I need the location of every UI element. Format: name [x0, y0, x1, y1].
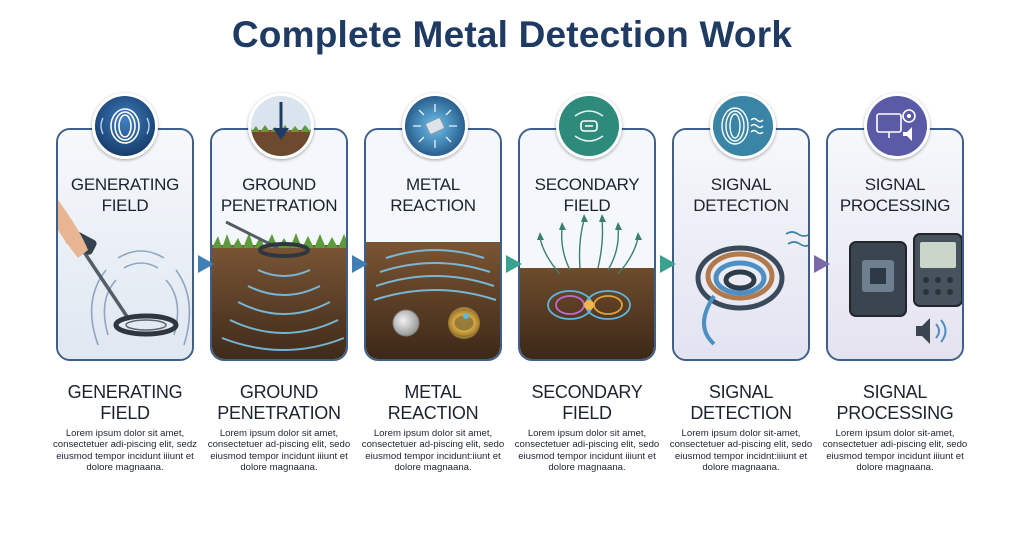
- metal-spark-icon: [402, 93, 468, 159]
- step-title: SECONDARY FIELD: [531, 382, 643, 423]
- card-title: METAL REACTION: [390, 175, 476, 215]
- step-signal-processing: SIGNAL PROCESSING Lorem ipsum dolor sit-…: [821, 382, 969, 474]
- ground-arrow-icon: [248, 93, 314, 159]
- step-signal-detection: SIGNAL DETECTION Lorem ipsum dolor sit-a…: [667, 382, 815, 474]
- step-description: Lorem ipsum dolor sit amet, consectetuer…: [53, 428, 197, 474]
- step-description: Lorem ipsum dolor sit-amet, consectetuer…: [669, 428, 813, 474]
- step-metal-reaction: METAL REACTION Lorem ipsum dolor sit ame…: [359, 382, 507, 474]
- step-title: SIGNAL PROCESSING: [836, 382, 954, 423]
- coil-wave-icon: [710, 93, 776, 159]
- step-description: Lorem ipsum dolor sit amet, consectetuer…: [207, 428, 351, 474]
- step-generating-field: GENERATING FIELD Lorem ipsum dolor sit a…: [51, 382, 199, 474]
- card-title: GENERATING FIELD: [70, 175, 180, 215]
- step-description: Lorem ipsum dolor sit-amet, consectetuer…: [822, 428, 968, 474]
- step-title: GENERATING FIELD: [67, 382, 183, 423]
- coil-field-icon: [92, 93, 158, 159]
- step-title: SIGNAL DETECTION: [690, 382, 792, 423]
- signal-processing-illustration: [828, 130, 962, 359]
- secondary-field-illustration: [520, 130, 654, 359]
- step-title: METAL REACTION: [387, 382, 479, 423]
- card-secondary-field: SECONDARY FIELD: [518, 128, 656, 361]
- flow-arrow-2: [352, 255, 368, 273]
- flow-arrow-4: [660, 255, 676, 273]
- flow-arrow-5: [814, 255, 830, 273]
- ground-penetration-illustration: [212, 130, 346, 359]
- signal-detection-illustration: [674, 130, 808, 359]
- card-title: GROUND PENETRATION: [220, 175, 338, 215]
- card-signal-detection: SIGNAL DETECTION: [672, 128, 810, 361]
- step-description: Lorem ipsum dolor sit amet, consectetuer…: [514, 428, 660, 474]
- card-title: SECONDARY FIELD: [534, 175, 640, 215]
- card-title: SIGNAL DETECTION: [693, 175, 789, 215]
- card-ground-penetration: GROUND PENETRATION: [210, 128, 348, 361]
- monitor-gear-icon: [864, 93, 930, 159]
- metal-reaction-illustration: [366, 130, 500, 359]
- card-metal-reaction: METAL REACTION: [364, 128, 502, 361]
- card-title: SIGNAL PROCESSING: [839, 175, 951, 215]
- secondary-field-icon: [556, 93, 622, 159]
- card-generating-field: GENERATING FIELD: [56, 128, 194, 361]
- step-description: Lorem ipsum dolor sit amet, consectetuer…: [361, 428, 505, 474]
- step-secondary-field: SECONDARY FIELD Lorem ipsum dolor sit am…: [513, 382, 661, 474]
- flow-arrow-3: [506, 255, 522, 273]
- flow-arrow-1: [198, 255, 214, 273]
- card-signal-processing: SIGNAL PROCESSING: [826, 128, 964, 361]
- step-title: GROUND PENETRATION: [217, 382, 341, 423]
- page-title: Complete Metal Detection Work: [231, 14, 793, 55]
- generating-field-illustration: [58, 130, 192, 359]
- step-ground-penetration: GROUND PENETRATION Lorem ipsum dolor sit…: [205, 382, 353, 474]
